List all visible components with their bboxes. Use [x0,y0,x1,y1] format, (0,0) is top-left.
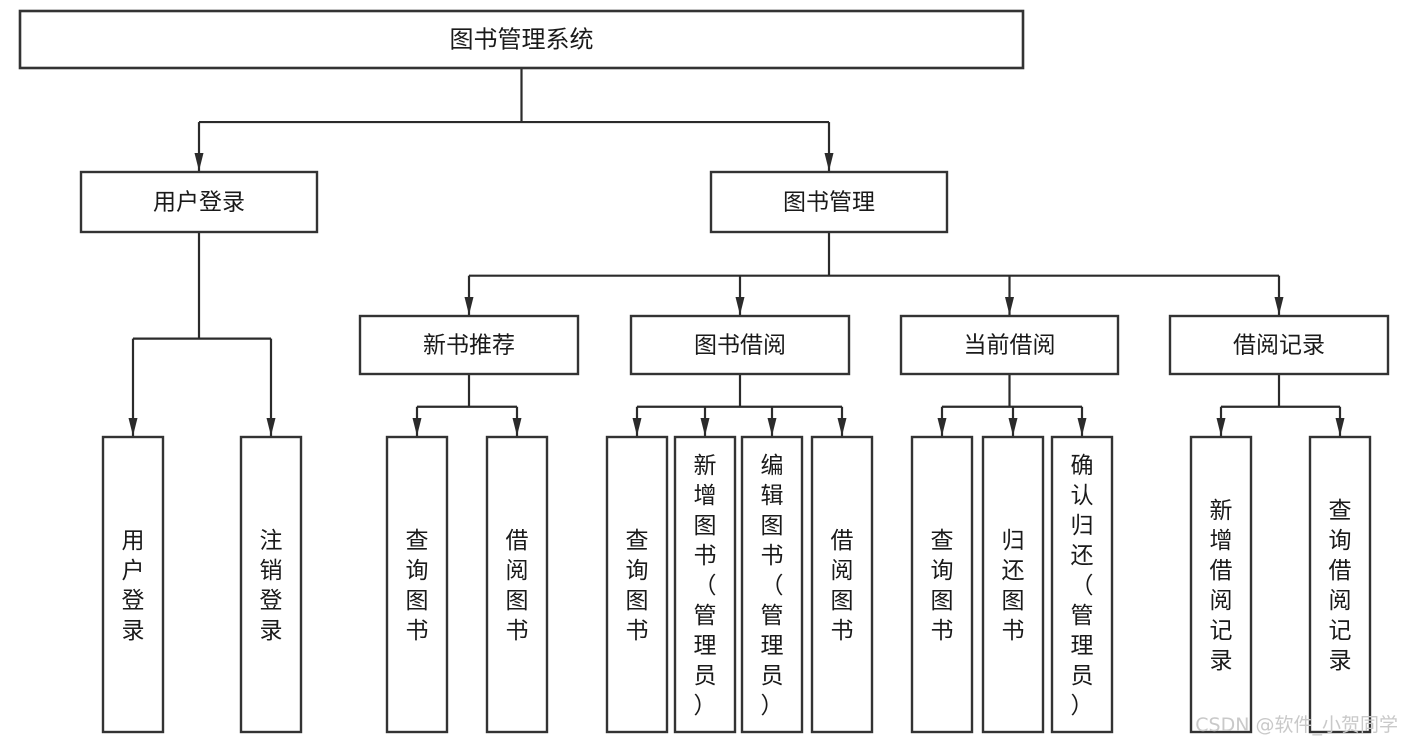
edge-arrowhead [1216,418,1226,436]
node-book-manage[interactable]: 图书管理 [709,170,949,234]
node-leaf-book-borrow[interactable]: 借阅图书 [810,435,874,734]
node-label: 查询借阅记录 [1329,498,1352,674]
node-box [709,170,949,234]
node-label: 查询图书 [406,528,429,644]
node-box [239,435,303,734]
edge-arrowhead [824,153,834,171]
edge-arrowhead [512,418,522,436]
node-leaf-return-book[interactable]: 归还图书 [981,435,1045,734]
node-leaf-confirm-return[interactable]: 确认归还（管理员） [1050,435,1114,734]
node-label: 用户登录 [153,190,245,216]
node-box [1308,435,1372,734]
edge-arrowhead [767,418,777,436]
edge-arrowhead [194,153,204,171]
node-box [899,314,1120,376]
node-leaf-book-edit[interactable]: 编辑图书（管理员） [740,435,804,734]
node-leaf-user-login[interactable]: 用户登录 [101,435,165,734]
node-box [740,435,804,734]
node-borrow-record[interactable]: 借阅记录 [1168,314,1390,376]
watermark-layer: CSDN @软件_小贺同学 [1195,714,1398,736]
node-label: 当前借阅 [964,333,1056,359]
node-label: 查询图书 [931,528,954,644]
edge-arrowhead [837,418,847,436]
node-current-borrow[interactable]: 当前借阅 [899,314,1120,376]
node-label: 新书推荐 [423,333,515,359]
node-box [981,435,1045,734]
node-box [101,435,165,734]
node-box [79,170,319,234]
edge-arrowhead [937,418,947,436]
node-leaf-book-add[interactable]: 新增图书（管理员） [673,435,737,734]
node-root[interactable]: 图书管理系统 [18,9,1025,70]
node-leaf-record-query[interactable]: 查询借阅记录 [1308,435,1372,734]
edge-arrowhead [1077,418,1087,436]
node-label: 图书管理系统 [450,26,594,54]
node-label: 归还图书 [1002,528,1025,644]
node-layer: 图书管理系统用户登录图书管理新书推荐图书借阅当前借阅借阅记录用户登录注销登录查询… [18,9,1390,734]
edge-arrowhead [700,418,710,436]
node-box [385,435,449,734]
node-leaf-newbook-borrow[interactable]: 借阅图书 [485,435,549,734]
node-box [358,314,580,376]
node-box [1189,435,1253,734]
edge-arrowhead [632,418,642,436]
node-label: 借阅图书 [831,528,854,644]
edge-arrowhead [412,418,422,436]
node-box [18,9,1025,70]
edge-arrowhead [464,297,474,315]
node-label: 图书管理 [783,190,875,216]
node-leaf-record-add[interactable]: 新增借阅记录 [1189,435,1253,734]
csdn-watermark: CSDN @软件_小贺同学 [1195,714,1398,736]
node-leaf-current-query[interactable]: 查询图书 [910,435,974,734]
edge-arrowhead [1005,297,1014,315]
edge-arrowhead [266,418,276,436]
edge-arrowhead [1008,418,1018,436]
edge-arrowhead [1274,297,1284,315]
edge-arrowhead [1335,418,1345,436]
node-box [673,435,737,734]
node-label: 用户登录 [122,528,145,644]
node-new-book-rec[interactable]: 新书推荐 [358,314,580,376]
node-label: 借阅记录 [1233,333,1325,359]
node-label: 新增借阅记录 [1210,498,1233,674]
node-label: 确认归还（管理员） [1071,453,1094,719]
node-leaf-borrow-query[interactable]: 查询图书 [605,435,669,734]
node-box [605,435,669,734]
node-user-login[interactable]: 用户登录 [79,170,319,234]
node-box [485,435,549,734]
edge-arrowhead [128,418,138,436]
node-box [629,314,851,376]
node-box [810,435,874,734]
node-leaf-user-logout[interactable]: 注销登录 [239,435,303,734]
node-label: 编辑图书（管理员） [761,453,784,719]
node-label: 注销登录 [260,528,283,644]
connector-layer [128,68,1345,436]
node-label: 新增图书（管理员） [694,453,717,719]
node-label: 借阅图书 [506,528,529,644]
node-book-borrow[interactable]: 图书借阅 [629,314,851,376]
node-box [910,435,974,734]
edge-arrowhead [735,297,745,315]
node-label: 图书借阅 [694,333,786,359]
node-box [1168,314,1390,376]
node-label: 查询图书 [626,528,649,644]
node-leaf-newbook-query[interactable]: 查询图书 [385,435,449,734]
node-box [1050,435,1114,734]
